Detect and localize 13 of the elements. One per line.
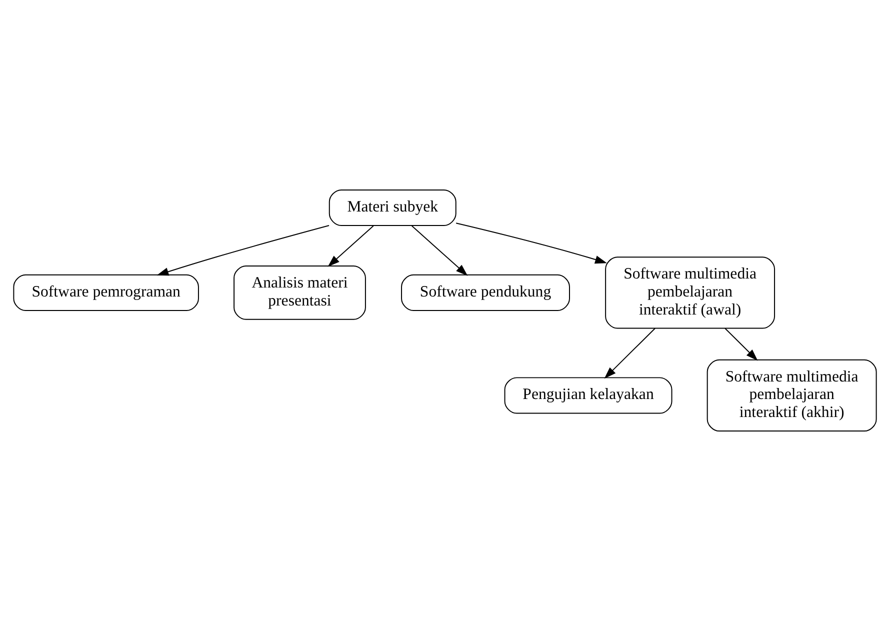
arrow bbox=[328, 224, 374, 266]
arrow bbox=[156, 224, 330, 276]
node-box: Software pemrograman bbox=[13, 274, 199, 310]
arrow bbox=[456, 222, 607, 264]
node-box: Software pendukung bbox=[401, 274, 570, 310]
arrow bbox=[724, 327, 758, 360]
node-box: Software multimedia pembelajaran interaktif (awal) bbox=[605, 256, 776, 328]
node-box: Software multimedia pembelajaran interaktif (akhir) bbox=[706, 358, 877, 432]
node-box: Materi subyek bbox=[328, 188, 456, 226]
node-box: Pengujian kelayakan bbox=[504, 376, 672, 414]
arrow bbox=[604, 327, 656, 378]
node-box: Analisis materi presentasi bbox=[234, 265, 366, 320]
arrow bbox=[411, 224, 468, 276]
